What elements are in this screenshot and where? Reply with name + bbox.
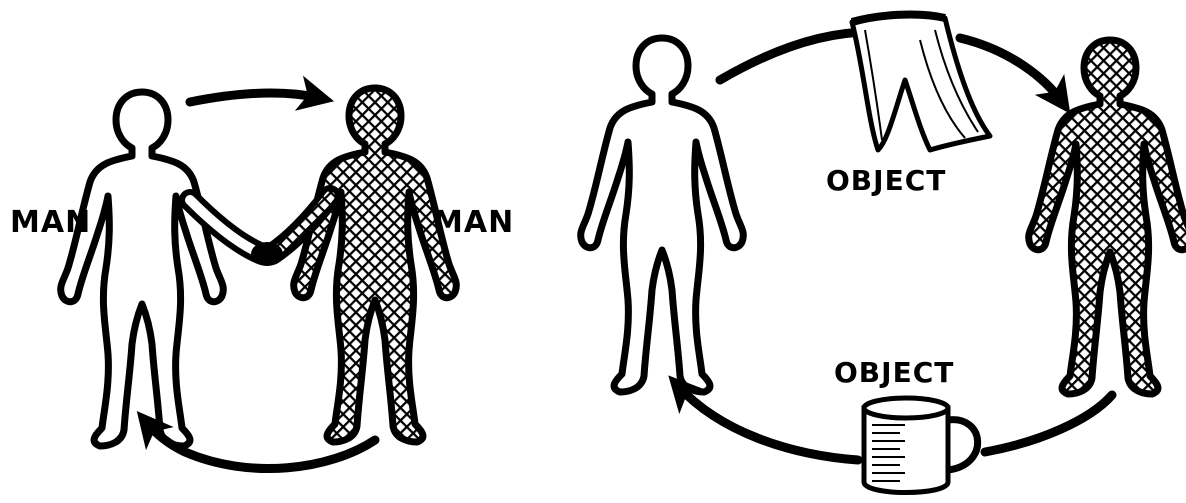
arrow-icon — [720, 32, 870, 80]
man-label-right: MAN — [433, 205, 514, 240]
person-outline-icon — [61, 92, 224, 446]
cloth-icon — [852, 15, 990, 150]
right-panel: OBJECT OBJECT — [581, 15, 1186, 493]
object-label-top: OBJECT — [826, 164, 946, 197]
arrow-icon — [960, 38, 1062, 102]
object-label-bottom: OBJECT — [834, 356, 954, 389]
left-panel: MAN MAN — [10, 88, 514, 469]
arrow-icon — [678, 386, 858, 460]
mug-icon — [864, 398, 978, 493]
arrow-icon — [985, 395, 1112, 452]
person-outline-icon — [581, 38, 744, 392]
arrow-icon — [190, 93, 320, 102]
man-label-left: MAN — [10, 205, 91, 240]
person-hatched-icon — [294, 88, 457, 442]
